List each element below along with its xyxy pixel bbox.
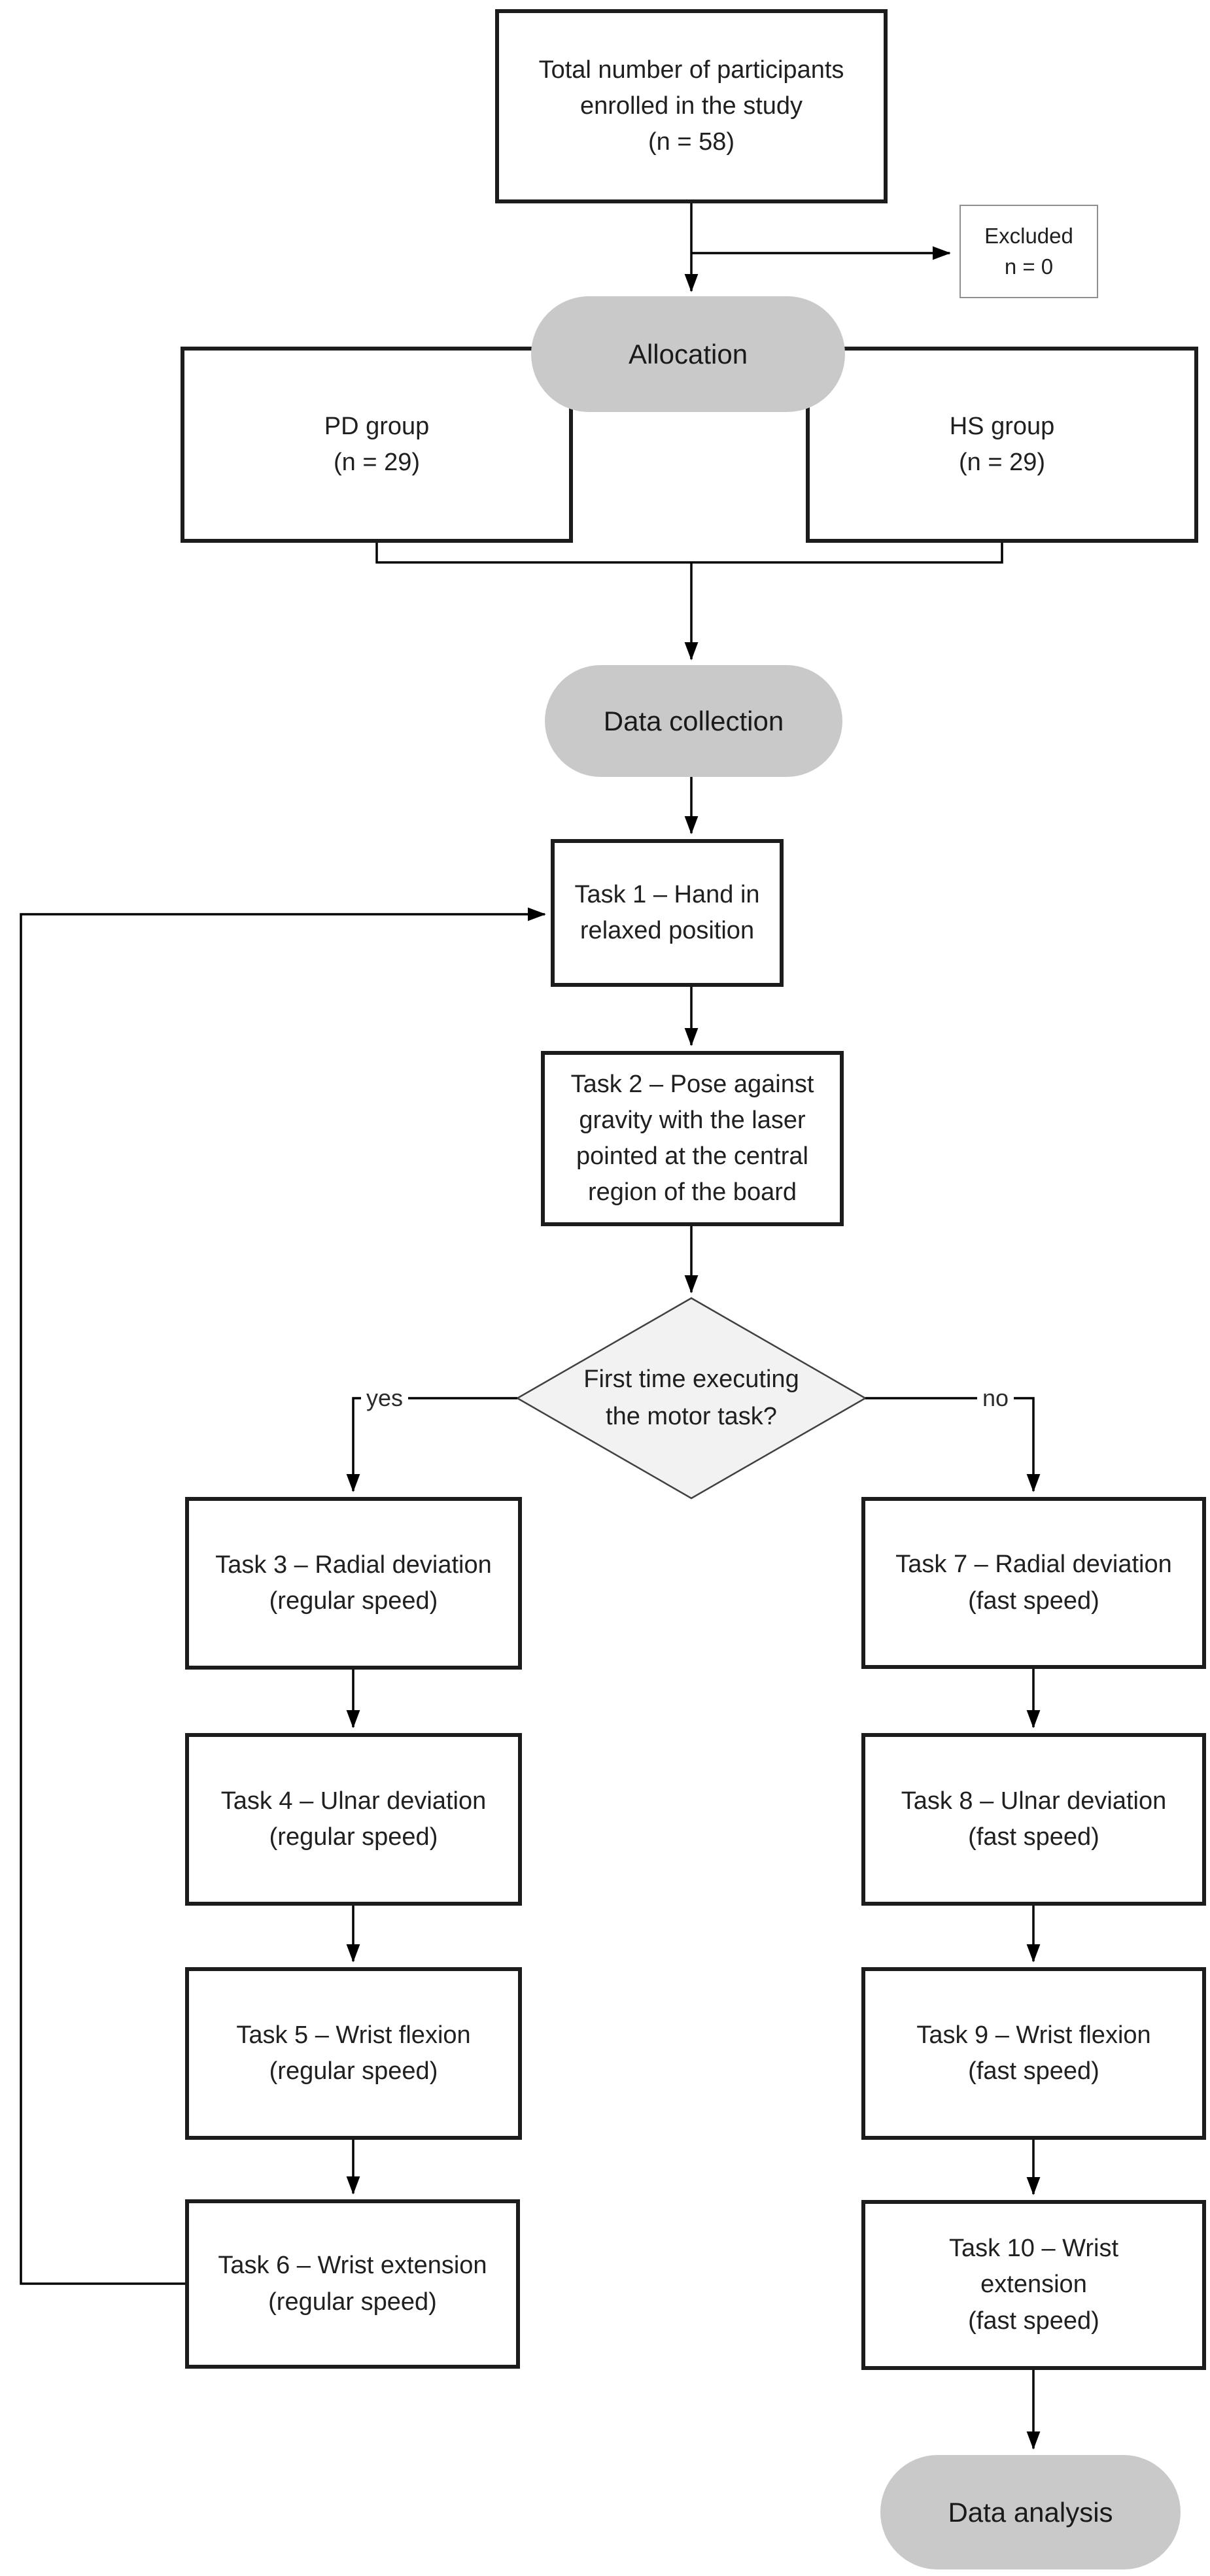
node-task1: Task 1 – Hand in relaxed position (551, 839, 784, 987)
node-data-analysis: Data analysis (880, 2455, 1181, 2569)
node-task5: Task 5 – Wrist flexion (regular speed) (185, 1967, 522, 2140)
node-enrollment: Total number of participants enrolled in… (495, 9, 888, 203)
edge-decision-yes-to-task3 (346, 1397, 517, 1492)
edge-label-no: no (977, 1385, 1014, 1411)
node-task6: Task 6 – Wrist extension (regular speed) (185, 2199, 520, 2369)
node-data-collection: Data collection (545, 665, 842, 777)
node-pd-group: PD group (n = 29) (181, 347, 573, 543)
decision-diamond (515, 1297, 867, 1500)
edge-decision-no-to-task7 (865, 1397, 1041, 1492)
node-task10: Task 10 – Wrist extension (fast speed) (861, 2200, 1206, 2370)
node-task4: Task 4 – Ulnar deviation (regular speed) (185, 1733, 522, 1906)
edge-task6-loop-to-task1 (20, 907, 546, 2285)
node-task7: Task 7 – Radial deviation (fast speed) (861, 1497, 1206, 1669)
node-task2: Task 2 – Pose against gravity with the l… (541, 1051, 844, 1226)
node-task8: Task 8 – Ulnar deviation (fast speed) (861, 1733, 1206, 1906)
node-task3: Task 3 – Radial deviation (regular speed… (185, 1497, 522, 1670)
edge-groups-merge (375, 543, 1003, 564)
node-task9: Task 9 – Wrist flexion (fast speed) (861, 1967, 1206, 2140)
node-excluded: Excluded n = 0 (959, 205, 1098, 298)
edge-label-yes: yes (360, 1385, 409, 1411)
node-allocation: Allocation (531, 296, 845, 412)
node-hs-group: HS group (n = 29) (806, 347, 1198, 543)
